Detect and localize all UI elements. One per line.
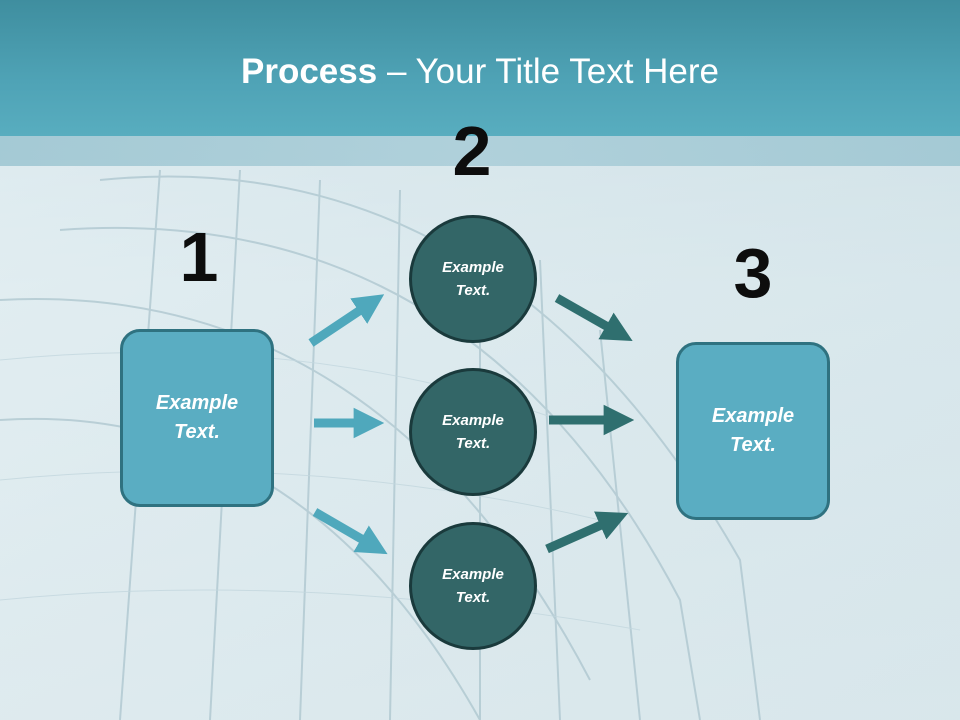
step-number-3: 3 [733, 234, 773, 312]
circle-bottom-text-line1: Example [442, 566, 504, 583]
step-number-2: 2 [452, 112, 492, 190]
process-circle-top: Example Text. [409, 215, 537, 343]
right-process-box: Example Text. [676, 342, 830, 520]
left-process-box: Example Text. [120, 329, 274, 507]
title-bar [0, 0, 960, 136]
right-box-text-line1: Example [711, 405, 795, 427]
right-box-text-line2: Text. [730, 434, 776, 456]
process-circle-middle: Example Text. [409, 368, 537, 496]
circle-middle-text-line2: Text. [455, 435, 491, 452]
step-number-1: 1 [179, 218, 219, 296]
title-rest: – Your Title Text Here [377, 52, 719, 91]
left-box-text: Example Text. [137, 389, 257, 447]
process-circle-bottom: Example Text. [409, 522, 537, 650]
circle-middle-text-line1: Example [442, 412, 504, 429]
circle-middle-text: Example Text. [428, 409, 518, 455]
circle-bottom-text-line2: Text. [455, 589, 491, 606]
circle-bottom-text: Example Text. [428, 563, 518, 609]
title-strong: Process [241, 52, 378, 91]
circle-top-text-line2: Text. [455, 282, 491, 299]
left-box-text-line1: Example [155, 392, 239, 414]
title-band [0, 136, 960, 166]
circle-top-text-line1: Example [442, 259, 504, 276]
left-box-text-line2: Text. [174, 421, 220, 443]
right-box-text: Example Text. [693, 402, 813, 460]
circle-top-text: Example Text. [428, 256, 518, 302]
slide-title: Process – Your Title Text Here [0, 52, 960, 92]
